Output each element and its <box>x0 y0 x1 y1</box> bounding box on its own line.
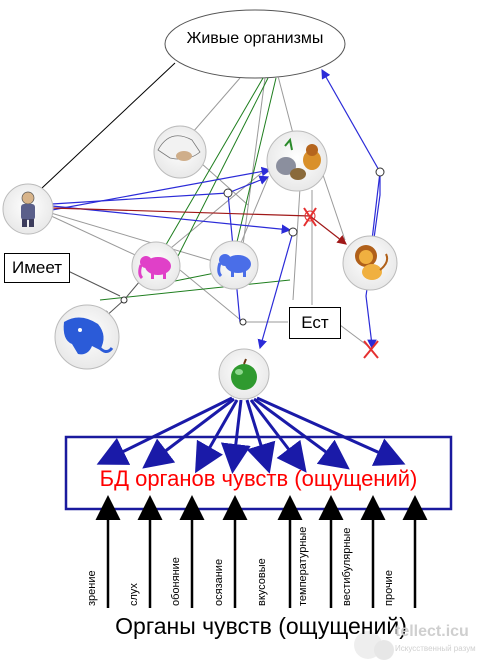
person-node <box>2 183 54 235</box>
sense-label-smell: обоняние <box>170 557 182 606</box>
watermark-logo-icon <box>354 631 394 660</box>
sense-label-temperature: температурные <box>297 526 309 606</box>
red-links <box>51 207 347 245</box>
red-cross-icon <box>363 340 379 359</box>
blue-elephant-node <box>209 240 259 290</box>
hand-node <box>153 125 207 179</box>
sense-label-other: прочие <box>383 570 395 606</box>
sense-arrows <box>95 495 428 608</box>
sense-label-touch: осязание <box>213 558 225 606</box>
sense-label-hearing: слух <box>128 583 140 606</box>
has-link <box>65 269 121 297</box>
watermark-subtext: Искусственный разум <box>395 644 476 653</box>
db-box <box>64 435 453 511</box>
junction-dot <box>120 296 128 304</box>
lion-node <box>342 235 398 291</box>
db-title: БД органов чувств (ощущений) <box>99 466 418 491</box>
green-links <box>99 77 291 301</box>
living-organisms-node <box>164 9 346 79</box>
apple-to-db-arrows <box>96 396 406 474</box>
sense-label-taste: вкусовые <box>256 558 268 606</box>
junction-dot <box>239 318 247 326</box>
junction-dot <box>223 188 233 198</box>
pink-elephant-node <box>131 241 181 291</box>
person-top-link <box>41 62 176 189</box>
living-organisms-label: Живые организмы <box>186 30 324 47</box>
red-cross-icon <box>303 207 317 227</box>
watermark-text: tellect.icu <box>395 623 469 640</box>
water-elephant-node <box>54 304 120 370</box>
eats-label: Ест <box>289 307 341 339</box>
sense-label-sight: зрение <box>86 570 98 606</box>
organs-title: Органы чувств (ощущений) <box>115 613 407 639</box>
junction-dot <box>288 227 298 237</box>
apple-node <box>218 348 270 400</box>
has-label: Имеет <box>4 253 70 283</box>
sense-label-vestibular: вестибулярные <box>341 527 353 606</box>
animals-node <box>266 130 328 192</box>
junction-dot <box>375 167 385 177</box>
